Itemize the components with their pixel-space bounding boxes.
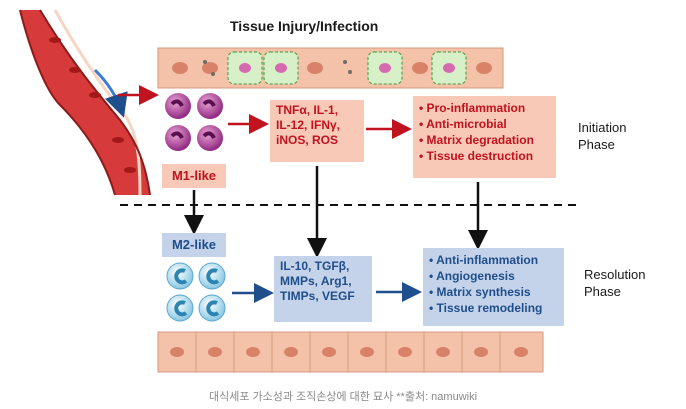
- initiation-effect: Anti-microbial: [419, 116, 550, 132]
- m2-cytokine-line: TIMPs, VEGF: [280, 289, 355, 303]
- m1-cytokine-line: iNOS, ROS: [276, 133, 339, 147]
- phase-line: Resolution: [584, 267, 646, 282]
- m2-cytokine-line: IL-10, TGFβ,: [280, 259, 350, 273]
- m1-cytokine-line: TNFα, IL-1,: [276, 103, 339, 117]
- m2-label: M2-like: [162, 233, 226, 257]
- resolution-effect: Matrix synthesis: [429, 284, 558, 300]
- phase-line: Phase: [584, 284, 621, 299]
- diagram-title: Tissue Injury/Infection: [230, 18, 379, 34]
- resolution-phase-label: Resolution Phase: [584, 266, 645, 300]
- m2-cytokine-line: MMPs, Arg1,: [280, 274, 352, 288]
- initiation-effect: Tissue destruction: [419, 148, 550, 164]
- resolution-effects-box: Anti-inflammation Angiogenesis Matrix sy…: [423, 248, 564, 326]
- phase-line: Initiation: [578, 120, 627, 135]
- resolution-effect: Angiogenesis: [429, 268, 558, 284]
- tissue-row-bottom: [157, 331, 544, 373]
- resolution-effect: Anti-inflammation: [429, 252, 558, 268]
- initiation-effect: Pro-inflammation: [419, 100, 550, 116]
- m1-cytokine-box: TNFα, IL-1, IL-12, IFNγ, iNOS, ROS: [270, 100, 364, 162]
- tissue-row-top: [157, 47, 504, 89]
- m1-label: M1-like: [162, 164, 226, 188]
- m1-macrophages: [165, 93, 223, 151]
- source-caption: 대식세포 가소성과 조직손상에 대한 묘사 **출처: namuwiki: [208, 391, 478, 403]
- initiation-effect: Matrix degradation: [419, 132, 550, 148]
- initiation-effects-box: Pro-inflammation Anti-microbial Matrix d…: [413, 96, 556, 178]
- blood-vessel: [19, 9, 151, 196]
- m2-cytokine-box: IL-10, TGFβ, MMPs, Arg1, TIMPs, VEGF: [274, 256, 372, 322]
- phase-line: Phase: [578, 137, 615, 152]
- m1-cytokine-line: IL-12, IFNγ,: [276, 118, 341, 132]
- m2-macrophages: [166, 262, 226, 322]
- initiation-phase-label: Initiation Phase: [578, 119, 626, 153]
- resolution-effect: Tissue remodeling: [429, 300, 558, 316]
